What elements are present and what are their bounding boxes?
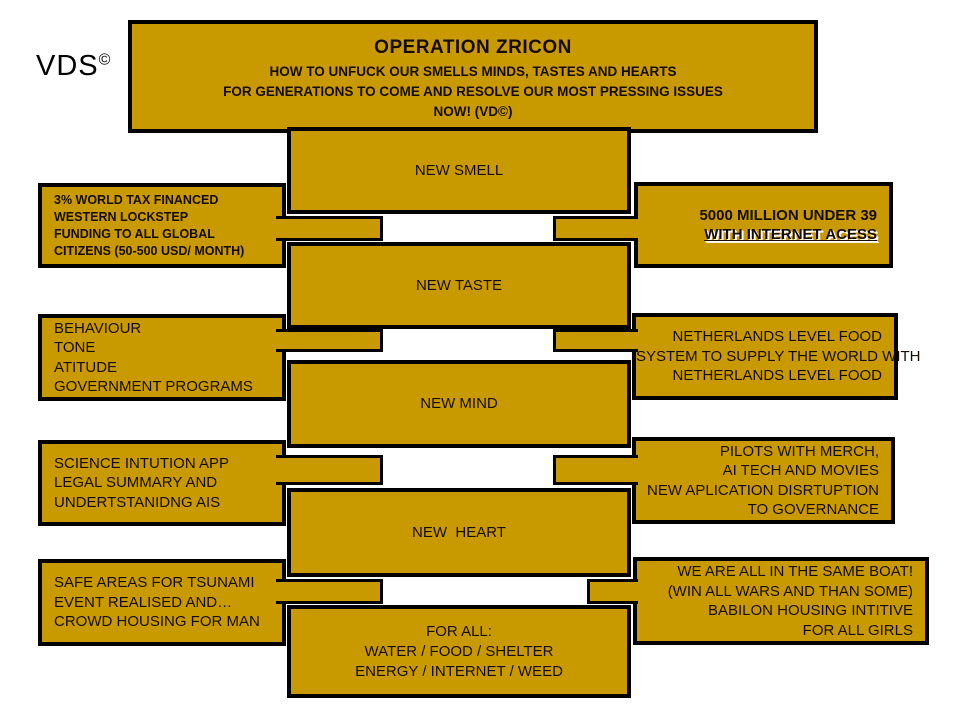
box-pilots-merch-line-4: TO GOVERNANCE xyxy=(747,501,879,518)
box-new-mind-label: NEW MIND xyxy=(420,395,498,412)
box-pilots-merch-line-1: PILOTS WITH MERCH, xyxy=(719,442,879,460)
box-new-smell: NEW SMELL xyxy=(287,127,631,214)
box-internet-access-line-2: WITH INTERNET ACESS xyxy=(704,226,877,243)
box-safe-areas-line-2: EVENT REALISED AND… xyxy=(54,593,233,611)
box-for-all-line-1: FOR ALL: xyxy=(426,622,492,640)
copyright-mark: © xyxy=(98,51,112,69)
box-same-boat-line-2: (WIN ALL WARS AND THAN SOME) xyxy=(667,582,913,600)
box-internet-access: 5000 MILLION UNDER 39 WITH INTERNET ACES… xyxy=(634,182,893,268)
box-new-mind: NEW MIND xyxy=(287,360,631,448)
box-world-tax-line-1: 3% WORLD TAX FINANCED xyxy=(54,192,219,207)
box-behaviour-line-3: ATITUDE xyxy=(54,358,118,376)
header-subtitle-2: FOR GENERATIONS TO COME AND RESOLVE OUR … xyxy=(223,84,723,99)
connector-right-2 xyxy=(553,329,638,352)
box-new-smell-label: NEW SMELL xyxy=(414,161,504,179)
box-safe-areas: SAFE AREAS FOR TSUNAMI EVENT REALISED AN… xyxy=(38,559,286,646)
connector-left-2 xyxy=(276,329,383,352)
box-same-boat-line-4: FOR ALL GIRLS xyxy=(802,621,913,639)
vds-logo-text: VDS xyxy=(36,50,99,82)
box-netherlands-food-line-1: NETHERLANDS LEVEL FOOD xyxy=(672,328,883,346)
box-netherlands-food-line-2: SYSTEM TO SUPPLY THE WORLD WITH xyxy=(636,347,921,365)
box-world-tax: 3% WORLD TAX FINANCED WESTERN LOCKSTEP F… xyxy=(38,183,286,268)
box-behaviour: BEHAVIOUR TONE ATITUDE GOVERNMENT PROGRA… xyxy=(38,314,286,401)
box-behaviour-line-4: GOVERNMENT PROGRAMS xyxy=(54,378,253,395)
box-science-app: SCIENCE INTUTION APP LEGAL SUMMARY AND U… xyxy=(38,440,286,526)
connector-left-4 xyxy=(276,579,383,604)
box-netherlands-food-line-3: NETHERLANDS LEVEL FOOD xyxy=(672,367,883,385)
box-same-boat-line-1: WE ARE ALL IN THE SAME BOAT! xyxy=(677,563,913,580)
box-new-heart-label: NEW HEART xyxy=(412,523,506,541)
box-safe-areas-line-1: SAFE AREAS FOR TSUNAMI xyxy=(54,574,255,592)
box-pilots-merch-line-3: NEW APLICATION DISRTUPTION xyxy=(647,481,879,499)
header-subtitle-3: NOW! (VD©) xyxy=(433,104,513,119)
connector-right-1 xyxy=(553,216,638,241)
box-new-taste: NEW TASTE xyxy=(287,242,631,329)
box-for-all: FOR ALL: WATER / FOOD / SHELTER ENERGY /… xyxy=(287,605,631,698)
header-subtitle-1: HOW TO UNFUCK OUR SMELLS MINDS, TASTES A… xyxy=(269,64,677,79)
box-same-boat-line-3: BABILON HOUSING INTITIVE xyxy=(707,602,913,619)
box-pilots-merch: PILOTS WITH MERCH, AI TECH AND MOVIES NE… xyxy=(632,437,895,524)
box-world-tax-line-4: CITIZENS (50-500 USD/ MONTH) xyxy=(54,243,245,258)
box-netherlands-food: NETHERLANDS LEVEL FOOD SYSTEM TO SUPPLY … xyxy=(632,313,921,400)
box-for-all-line-3: ENERGY / INTERNET / WEED xyxy=(355,662,563,680)
connector-right-3 xyxy=(553,455,638,485)
box-for-all-line-2: WATER / FOOD / SHELTER xyxy=(364,642,554,660)
box-science-app-line-3: UNDERTSTANIDNG AIS xyxy=(54,493,221,511)
box-internet-access-line-1: 5000 MILLION UNDER 39 xyxy=(699,206,877,224)
box-new-heart: NEW HEART xyxy=(287,488,631,577)
connector-left-1 xyxy=(276,216,383,241)
box-same-boat: WE ARE ALL IN THE SAME BOAT! (WIN ALL WA… xyxy=(633,557,929,645)
box-new-taste-label: NEW TASTE xyxy=(415,276,503,294)
box-behaviour-line-2: TONE xyxy=(54,339,96,356)
box-science-app-line-2: LEGAL SUMMARY AND xyxy=(54,474,218,492)
box-world-tax-line-2: WESTERN LOCKSTEP xyxy=(54,209,189,224)
box-safe-areas-line-3: CROWD HOUSING FOR MAN xyxy=(54,613,260,631)
box-behaviour-line-1: BEHAVIOUR xyxy=(54,319,142,337)
connector-right-4 xyxy=(587,579,638,604)
box-science-app-line-1: SCIENCE INTUTION APP xyxy=(54,454,230,472)
header-box: OPERATION ZRICON HOW TO UNFUCK OUR SMELL… xyxy=(128,20,818,133)
connector-left-3 xyxy=(276,455,383,485)
vds-logo: VDS© xyxy=(36,50,111,83)
box-pilots-merch-line-2: AI TECH AND MOVIES xyxy=(722,462,879,479)
page-title: OPERATION ZRICON xyxy=(374,37,572,58)
box-world-tax-line-3: FUNDING TO ALL GLOBAL xyxy=(54,226,215,241)
